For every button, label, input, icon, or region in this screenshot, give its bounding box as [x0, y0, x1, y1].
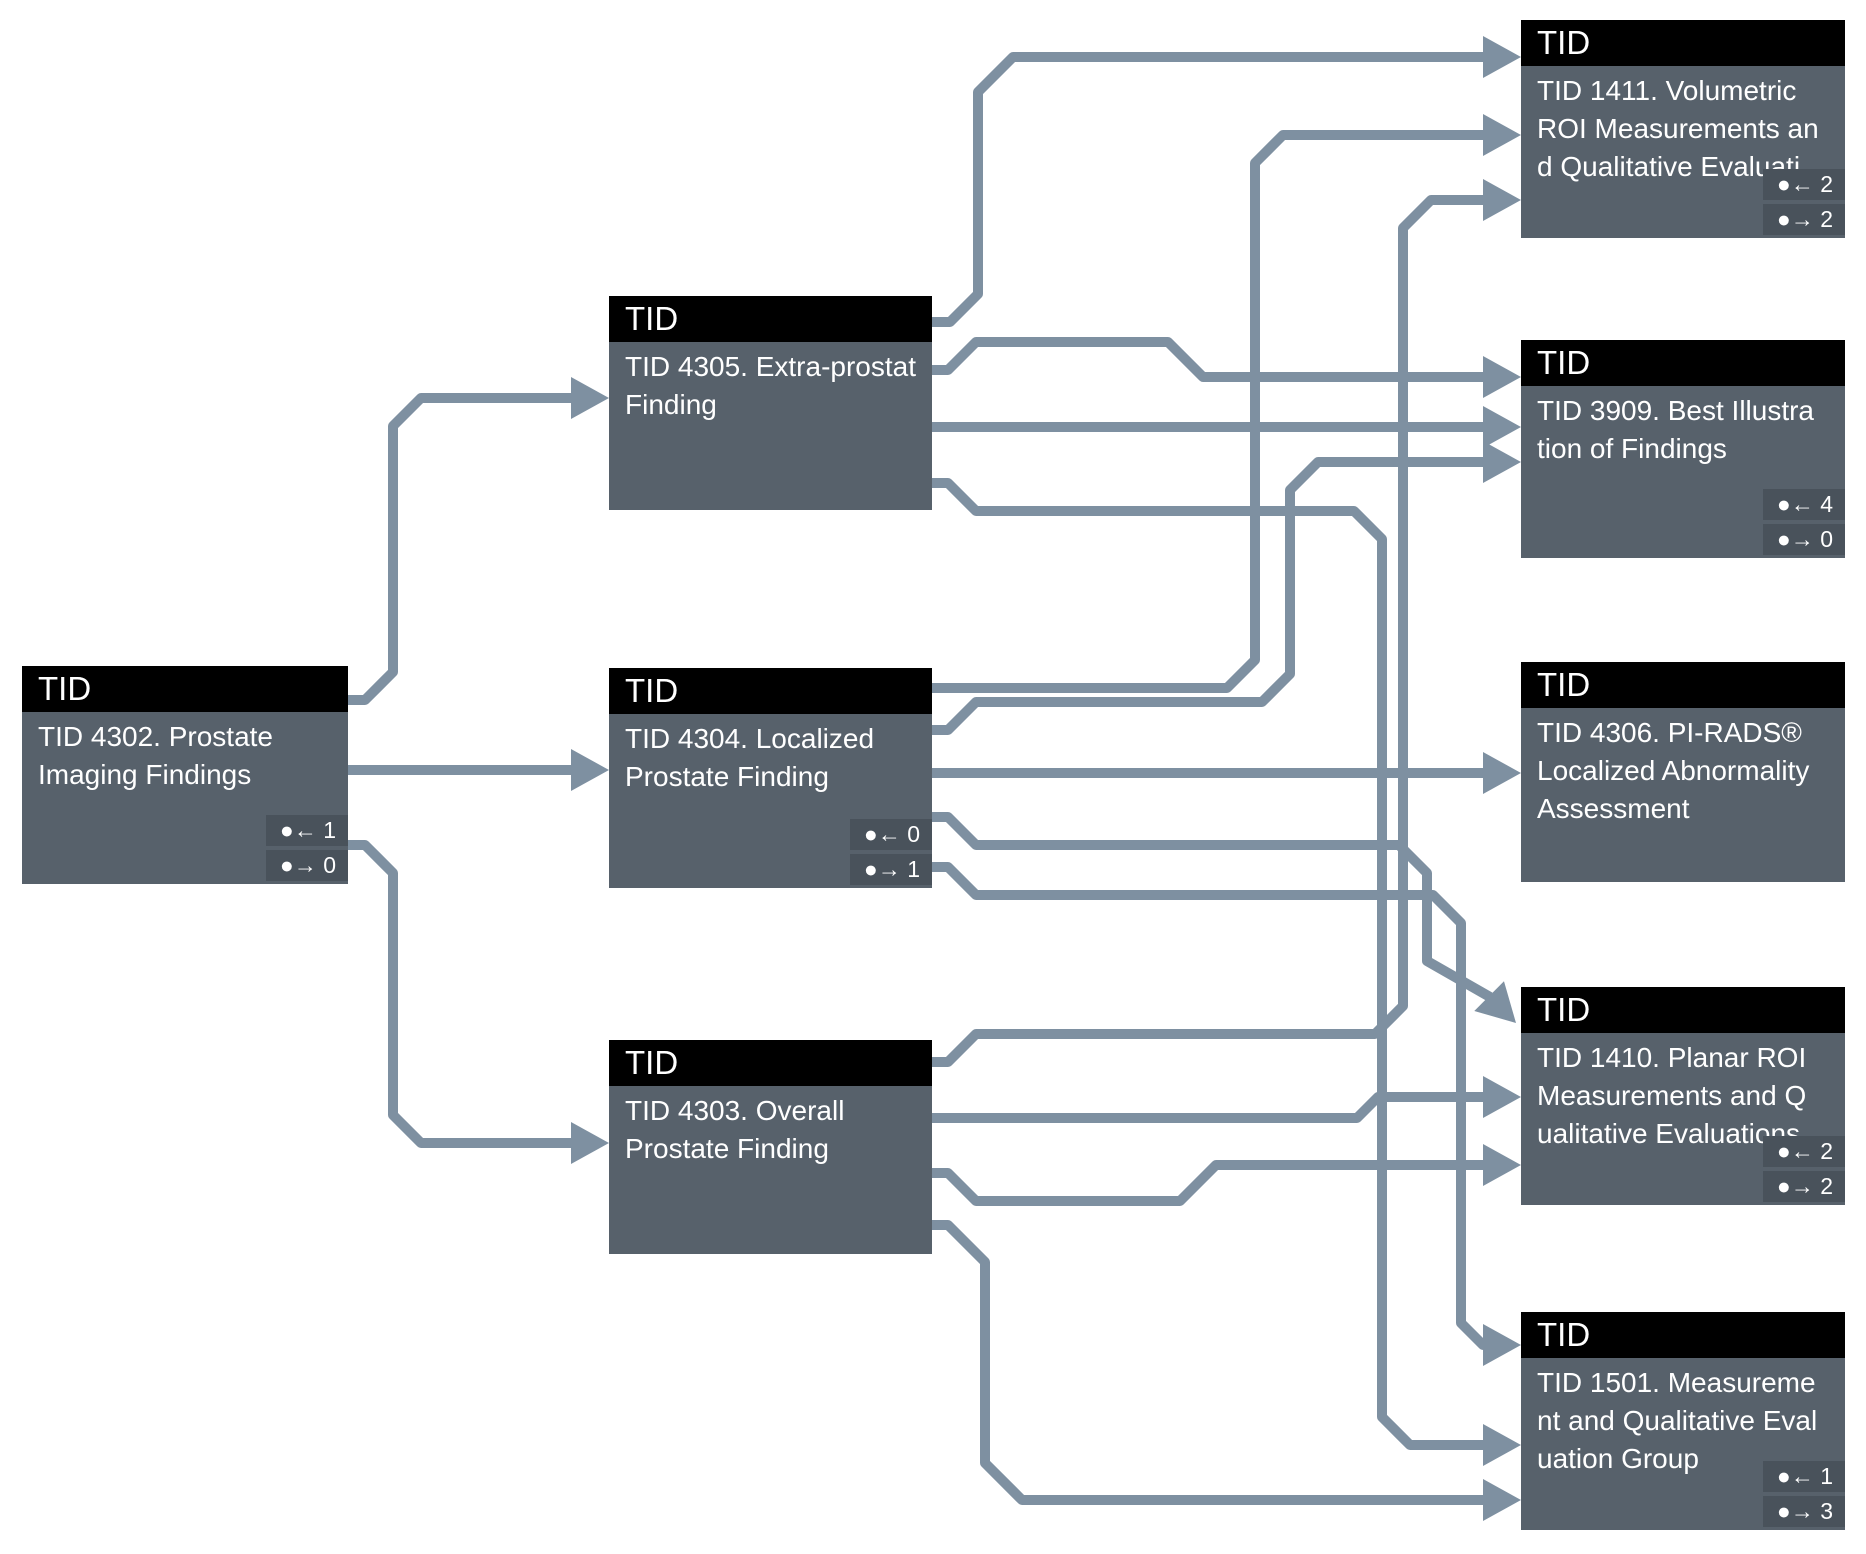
outgoing-references-badge: ●→ 2 — [1762, 1171, 1845, 1202]
node-title-line: nt and Qualitative Eval — [1537, 1405, 1818, 1436]
outgoing-references-badge: ●→ 1 — [849, 854, 932, 885]
node-tid-4306[interactable]: TID TID 4306. PI-RADS® Localized Abnormali… — [1521, 662, 1845, 882]
outgoing-references-badge: ●→ 3 — [1762, 1496, 1845, 1527]
incoming-references-badge: ●← 4 — [1762, 489, 1845, 520]
incoming-references-badge: ●← 0 — [849, 819, 932, 850]
node-tid-1501[interactable]: TID TID 1501. Measureme nt and Qualitative… — [1521, 1312, 1845, 1530]
outgoing-references-badge: ●→ 0 — [1762, 524, 1845, 555]
node-title-line: Imaging Findings — [38, 759, 252, 790]
node-header-tid-1501: TID — [1521, 1312, 1845, 1358]
arrowhead-tid-4303-tid-1411 — [1483, 179, 1521, 221]
node-title-line: Prostate Finding — [625, 761, 829, 792]
node-header-tid-1410: TID — [1521, 987, 1845, 1033]
edge-tid-4305-tid-1411 — [932, 52, 1484, 327]
node-title-line: TID 4303. Overall — [625, 1095, 845, 1126]
node-title-tid-3909: TID 3909. Best Illustra tion of Findings — [1521, 386, 1845, 558]
node-title-line: TID 4302. Prostate — [38, 721, 274, 752]
node-header-tid-4303: TID — [609, 1040, 932, 1086]
node-title-line: Finding — [625, 389, 717, 420]
arrowhead-tid-4302-tid-4303 — [571, 1122, 609, 1164]
reference-badges-tid-1411: ●← 2 ●→ 2 — [1762, 169, 1845, 235]
node-title-tid-1410: TID 1410. Planar ROI Measurements and Q ua… — [1521, 1033, 1845, 1205]
edge-tid-4303-tid-1410 — [932, 1092, 1484, 1123]
arrowhead-tid-4303-tid-1501 — [1483, 1479, 1521, 1521]
node-title-line: d Qualitative Evaluati — [1537, 151, 1801, 182]
node-title-line: Prostate Finding — [625, 1133, 829, 1164]
node-title-line: TID 4305. Extra-prostat — [625, 351, 917, 382]
arrowhead-tid-4305-tid-1501 — [1483, 1424, 1521, 1466]
arrowhead-tid-4303-tid-1410 — [1483, 1076, 1521, 1118]
edge-tid-4303-tid-1410 — [932, 1160, 1484, 1206]
edge-tid-4304-tid-3909 — [932, 457, 1484, 735]
reference-badges-tid-4304: ●← 0 ●→ 1 — [849, 819, 932, 885]
node-header-tid-1411: TID — [1521, 20, 1845, 66]
node-title-line: Assessment — [1537, 793, 1690, 824]
incoming-references-badge: ●← 1 — [265, 815, 348, 846]
node-title-line: TID 1410. Planar ROI — [1537, 1042, 1807, 1073]
node-header-tid-4305: TID — [609, 296, 932, 342]
node-title-line: ualitative Evaluations — [1537, 1118, 1801, 1149]
node-title-line: uation Group — [1537, 1443, 1699, 1474]
outgoing-references-badge: ●→ 0 — [265, 850, 348, 881]
node-header-tid-4302: TID — [22, 666, 348, 712]
node-tid-3909[interactable]: TID TID 3909. Best Illustra tion of Findin… — [1521, 340, 1845, 558]
reference-badges-tid-1410: ●← 2 ●→ 2 — [1762, 1136, 1845, 1202]
outgoing-references-badge: ●→ 2 — [1762, 204, 1845, 235]
reference-badges-tid-4302: ●← 1 ●→ 0 — [265, 815, 348, 881]
arrowhead-tid-4304-tid-3909 — [1483, 441, 1521, 483]
edge-tid-4304-tid-1411 — [932, 130, 1484, 693]
node-tid-1410[interactable]: TID TID 1410. Planar ROI Measurements and … — [1521, 987, 1845, 1205]
incoming-references-badge: ●← 2 — [1762, 169, 1845, 200]
arrowhead-tid-4302-tid-4304 — [571, 749, 609, 791]
node-header-tid-3909: TID — [1521, 340, 1845, 386]
arrowhead-tid-4304-tid-1411 — [1483, 114, 1521, 156]
node-title-line: TID 1411. Volumetric — [1537, 75, 1797, 106]
node-title-line: Localized Abnormality — [1537, 755, 1810, 786]
node-header-tid-4304: TID — [609, 668, 932, 714]
arrowhead-tid-4305-tid-3909 — [1483, 406, 1521, 448]
node-title-line: TID 1501. Measureme — [1537, 1367, 1816, 1398]
edge-tid-4305-tid-3909 — [932, 337, 1484, 382]
arrowhead-tid-4305-tid-1411 — [1483, 36, 1521, 78]
edge-tid-4302-tid-4303 — [348, 840, 572, 1148]
edge-tid-4305-tid-1501 — [932, 478, 1484, 1450]
node-title-line: ROI Measurements an — [1537, 113, 1819, 144]
node-title-line: TID 4304. Localized — [625, 723, 875, 754]
arrowhead-tid-4305-tid-3909 — [1483, 356, 1521, 398]
incoming-references-badge: ●← 2 — [1762, 1136, 1845, 1167]
arrowhead-tid-4302-tid-4305 — [571, 377, 609, 419]
arrowhead-tid-4304-tid-1501 — [1483, 1324, 1521, 1366]
node-title-line: Measurements and Q — [1537, 1080, 1807, 1111]
arrowhead-tid-4304-tid-1410 — [1474, 981, 1516, 1023]
node-title-line: TID 4306. PI-RADS® — [1537, 717, 1802, 748]
edge-tid-4303-tid-1501 — [932, 1220, 1484, 1505]
arrowhead-tid-4303-tid-1410 — [1483, 1144, 1521, 1186]
reference-badges-tid-1501: ●← 1 ●→ 3 — [1762, 1461, 1845, 1527]
node-title-line: tion of Findings — [1537, 433, 1727, 464]
node-title-line: TID 3909. Best Illustra — [1537, 395, 1815, 426]
edge-tid-4304-tid-1501 — [932, 862, 1488, 1350]
incoming-references-badge: ●← 1 — [1762, 1461, 1845, 1492]
arrowhead-tid-4304-tid-4306 — [1483, 752, 1521, 794]
edge-tid-4302-tid-4305 — [348, 393, 572, 705]
reference-badges-tid-3909: ●← 4 ●→ 0 — [1762, 489, 1845, 555]
edge-tid-4303-tid-1411 — [932, 195, 1484, 1067]
node-title-tid-1501: TID 1501. Measureme nt and Qualitative Ev… — [1521, 1358, 1845, 1530]
node-header-tid-4306: TID — [1521, 662, 1845, 708]
